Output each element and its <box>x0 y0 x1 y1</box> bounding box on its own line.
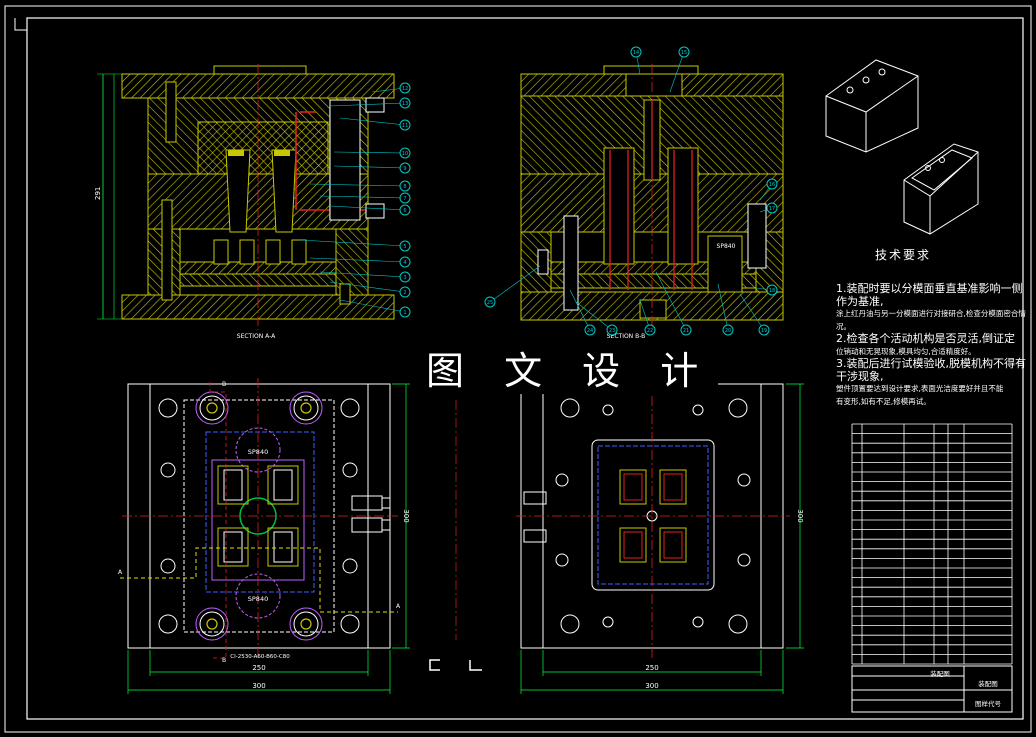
plan-view-left: A A B B SP840 SP840 CI-2530-A60-B60-C80 … <box>118 378 410 694</box>
balloon-callout <box>606 324 618 336</box>
balloon-number: 3 <box>403 275 406 281</box>
balloon-number: 20 <box>725 328 731 334</box>
section-a-a-label: SECTION A-A <box>237 333 276 340</box>
balloon-callout <box>766 284 778 296</box>
balloon-callout <box>680 324 692 336</box>
balloon-callout <box>399 180 411 192</box>
balloon-callout <box>766 202 778 214</box>
inner-border <box>26 17 1024 720</box>
left-inner-width: 250 <box>252 664 265 672</box>
right-outer-width: 300 <box>645 682 658 690</box>
balloon-callout <box>399 204 411 216</box>
tech-req-item: 有变形,如有不足,修模再试。 <box>836 396 931 406</box>
tech-req-item: 位销动和无晃现象,模具均匀,合适精度好。 <box>836 346 976 356</box>
balloon-callout <box>399 192 411 204</box>
watermark-text: 图 文 设 计 <box>420 348 719 394</box>
balloon-group-right: 14 15 16 17 18 19 20 21 22 23 24 25 <box>484 46 778 336</box>
balloon-callout <box>766 178 778 190</box>
balloon-callout <box>630 46 642 58</box>
balloon-number: 25 <box>487 300 493 306</box>
cut-a-left: A <box>118 569 123 576</box>
plan-view-right: 250 300 300 <box>516 378 804 694</box>
balloon-number: 16 <box>769 182 775 188</box>
balloon-number: 1 <box>403 310 406 316</box>
left-outer-width: 300 <box>252 682 265 690</box>
balloon-callout <box>758 324 770 336</box>
part-iso-view-top <box>825 59 919 153</box>
tech-req-item: 1.装配时要以分模面垂直基准影响一侧作为基准, <box>836 282 1023 308</box>
part-iso-view-bottom <box>903 143 979 235</box>
title-block-name: 装配图 <box>978 679 998 688</box>
balloon-number: 6 <box>403 208 406 214</box>
tech-req-item: 2.检查各个活动机构是否灵活,倒证定 <box>836 332 1015 345</box>
view-mark-right <box>469 660 482 671</box>
title-block-name-left: 装配图 <box>930 669 950 678</box>
right-height: 300 <box>796 509 804 522</box>
balloon-number: 9 <box>403 166 406 172</box>
sp-bottom-label: SP840 <box>248 595 268 603</box>
balloon-callout <box>399 286 411 298</box>
title-block-code: 图样代号 <box>975 699 1002 708</box>
cut-b-bottom: B <box>222 657 226 664</box>
balloon-number: 10 <box>402 151 408 157</box>
balloon-callout <box>399 162 411 174</box>
section-a-a: 291 SECTION A-A <box>94 64 395 340</box>
balloon-callout <box>399 256 411 268</box>
balloon-number: 13 <box>402 101 408 107</box>
sp-top-label: SP840 <box>248 448 268 456</box>
tech-req-title: 技术要求 <box>875 248 932 262</box>
balloon-callout <box>399 147 411 159</box>
tech-req-notes: 1.装配时要以分模面垂直基准影响一侧作为基准, 涂上红丹油与另一分模面进行对接研… <box>836 282 1026 408</box>
balloon-callout <box>722 324 734 336</box>
corner-mark <box>14 18 27 31</box>
balloon-number: 11 <box>402 123 408 129</box>
outer-border <box>4 5 1032 733</box>
balloon-number: 5 <box>403 244 406 250</box>
balloon-number: 14 <box>633 50 639 56</box>
balloon-callout <box>399 271 411 283</box>
balloon-callout <box>399 240 411 252</box>
balloon-callout <box>399 82 411 94</box>
section-b-b-label: SECTION B-B <box>607 333 646 340</box>
balloon-number: 21 <box>683 328 689 334</box>
balloon-number: 22 <box>647 328 653 334</box>
balloon-number: 17 <box>769 206 775 212</box>
balloon-callout <box>399 97 411 109</box>
mold-base-code: CI-2530-A60-B60-C80 <box>230 654 290 660</box>
balloon-callout <box>399 119 411 131</box>
tech-req-item: 3.装配后进行试模验收,脱模机构不得有干涉现象, <box>836 357 1026 383</box>
sp-side-label: SP840 <box>717 243 736 250</box>
balloon-number: 19 <box>761 328 767 334</box>
balloon-callout <box>484 296 496 308</box>
balloon-number: 4 <box>403 260 406 266</box>
balloon-callout <box>644 324 656 336</box>
balloon-callout <box>399 306 411 318</box>
parts-list-table <box>851 423 1013 665</box>
balloon-number: 8 <box>403 184 406 190</box>
balloon-number: 23 <box>609 328 615 334</box>
left-height: 300 <box>402 509 410 522</box>
balloon-number: 15 <box>681 50 687 56</box>
left-overall-height: 291 <box>94 187 102 200</box>
tech-req-item: 塑件顶置要达到设计要求,表面光洁度要好并且不能 <box>836 384 1004 393</box>
cut-b-top: B <box>222 381 226 388</box>
cut-a-right: A <box>396 603 401 610</box>
balloon-number: 18 <box>769 288 775 294</box>
balloon-callout <box>678 46 690 58</box>
balloon-number: 7 <box>403 196 406 202</box>
balloon-callout <box>584 324 596 336</box>
tech-req-item: 涂上红丹油与另一分模面进行对接研合,检查分模面密合情况。 <box>836 309 1026 331</box>
balloon-number: 12 <box>402 86 408 92</box>
section-b-b: SP840 SECTION B-B <box>520 64 784 340</box>
view-mark-left <box>429 659 440 671</box>
balloon-number: 24 <box>587 328 593 334</box>
balloon-number: 2 <box>403 290 406 296</box>
right-inner-width: 250 <box>645 664 658 672</box>
